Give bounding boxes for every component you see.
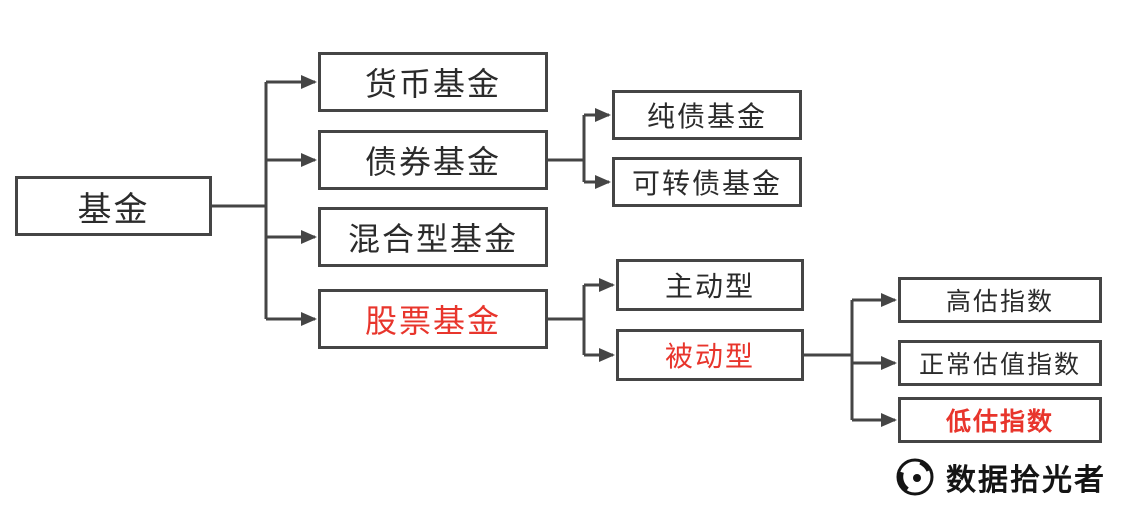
node-convertible-bond-fund: 可转债基金 <box>612 157 802 207</box>
node-pure-bond-fund: 纯债基金 <box>612 90 802 140</box>
watermark-text: 数据拾光者 <box>946 464 1106 497</box>
watermark-logo-icon <box>896 458 934 496</box>
node-hybrid-fund: 混合型基金 <box>318 207 548 267</box>
node-passive-type: 被动型 <box>616 329 804 381</box>
node-money-fund: 货币基金 <box>318 52 548 112</box>
node-stock-fund: 股票基金 <box>318 289 548 349</box>
edges-stock-fund <box>548 278 615 362</box>
node-overvalued-index: 高估指数 <box>898 277 1102 323</box>
node-normal-valuation-index: 正常估值指数 <box>898 340 1102 386</box>
node-active-type: 主动型 <box>616 259 804 311</box>
edges-root-to-level2 <box>212 75 317 326</box>
node-undervalued-index: 低估指数 <box>898 397 1102 443</box>
edges-bond-fund <box>548 108 611 189</box>
watermark: 数据拾光者 <box>892 454 1106 500</box>
node-bond-fund: 债券基金 <box>318 130 548 190</box>
node-fund-root: 基金 <box>15 176 212 236</box>
edges-passive-type <box>804 293 897 427</box>
